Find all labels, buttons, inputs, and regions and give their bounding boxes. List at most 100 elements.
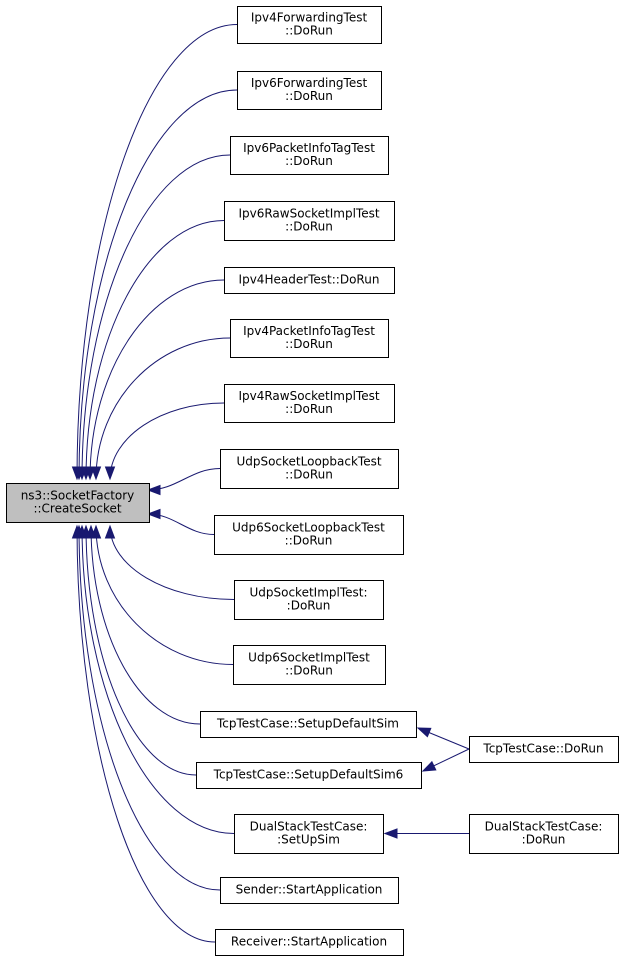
node-box: [237, 6, 382, 44]
node-box: [237, 71, 382, 110]
node-label: Udp6SocketImplTest: [248, 651, 370, 665]
node-tcprun[interactable]: TcpTestCase::DoRun: [469, 736, 619, 763]
node-label: Ipv4HeaderTest::DoRun: [239, 273, 380, 287]
node-tcpsetup[interactable]: TcpTestCase::SetupDefaultSim: [200, 711, 417, 738]
node-label: Ipv6PacketInfoTagTest: [243, 141, 375, 155]
node-label: ::DoRun: [285, 337, 333, 351]
node-label: UdpSocketImplTest:: [249, 586, 367, 600]
node-ipv4raw[interactable]: Ipv4RawSocketImplTest::DoRun: [224, 384, 395, 423]
edge-line: [95, 337, 231, 480]
edge-line: [78, 89, 238, 480]
node-label: ::DoRun: [285, 154, 333, 168]
edge-ipv4pkt-to-root: [90, 337, 231, 481]
edge-ipv6pkt-to-root: [76, 154, 231, 481]
edge-line: [78, 525, 221, 891]
node-label: :DoRun: [522, 833, 566, 847]
node-box: [234, 814, 384, 854]
edge-line: [81, 154, 231, 480]
arrowhead-icon: [104, 466, 116, 481]
node-box: [220, 877, 399, 904]
node-ipv6pkt[interactable]: Ipv6PacketInfoTagTest::DoRun: [230, 136, 389, 175]
node-box: [200, 711, 417, 738]
node-box: [230, 136, 389, 175]
node-label: ::DoRun: [285, 468, 333, 482]
node-ipv4fwd[interactable]: Ipv4ForwardingTest::DoRun: [237, 6, 382, 44]
edge-udpimpl-to-root: [104, 524, 235, 600]
node-box: [224, 384, 395, 423]
arrowhead-icon: [383, 828, 398, 839]
node-label: ns3::SocketFactory: [21, 489, 135, 503]
node-box: [234, 580, 384, 620]
node-label: Udp6SocketLoopbackTest: [232, 521, 385, 535]
node-label: Ipv6RawSocketImplTest: [238, 207, 379, 221]
arrowhead-icon: [146, 508, 161, 520]
node-label: ::DoRun: [285, 402, 333, 416]
node-label: TcpTestCase::SetupDefaultSim6: [213, 768, 404, 782]
node-ipv4pkt[interactable]: Ipv4PacketInfoTagTest::DoRun: [230, 319, 389, 358]
node-box: [196, 762, 422, 789]
node-box: [6, 483, 150, 523]
node-label: TcpTestCase::DoRun: [482, 742, 603, 756]
node-dualrun[interactable]: DualStackTestCase::DoRun: [469, 814, 619, 854]
node-sender[interactable]: Sender::StartApplication: [220, 877, 399, 904]
node-box: [215, 929, 404, 956]
edge-dualrun-to-dualsetup: [383, 828, 469, 839]
edge-line: [109, 525, 235, 600]
edge-line: [85, 220, 225, 480]
edge-tcprun-to-tcpsetup: [416, 727, 470, 750]
node-udp6loop[interactable]: Udp6SocketLoopbackTest::DoRun: [214, 515, 404, 555]
node-dualsetup[interactable]: DualStackTestCase::SetUpSim: [234, 814, 384, 854]
node-label: DualStackTestCase:: [485, 820, 603, 834]
node-label: ::DoRun: [285, 534, 333, 548]
node-label: UdpSocketLoopbackTest: [236, 455, 381, 469]
node-label: ::CreateSocket: [33, 502, 121, 516]
edge-udploop-to-root: [146, 468, 221, 496]
edge-line: [85, 525, 197, 776]
node-tcpsetup6[interactable]: TcpTestCase::SetupDefaultSim6: [196, 762, 422, 789]
node-udp6impl[interactable]: Udp6SocketImplTest::DoRun: [233, 645, 386, 685]
node-label: ::DoRun: [285, 664, 333, 678]
edge-line: [95, 525, 234, 665]
node-label: ::DoRun: [285, 89, 333, 103]
arrowhead-icon: [71, 524, 83, 539]
node-receiver[interactable]: Receiver::StartApplication: [215, 929, 404, 956]
arrowhead-icon: [104, 524, 116, 539]
edge-line: [89, 279, 225, 480]
node-ipv6raw[interactable]: Ipv6RawSocketImplTest::DoRun: [224, 201, 395, 241]
edge-line: [76, 24, 238, 480]
arrowhead-icon: [90, 466, 102, 481]
node-label: :DoRun: [287, 599, 331, 613]
node-box: [214, 515, 404, 555]
edge-line: [109, 402, 225, 480]
node-label: TcpTestCase::SetupDefaultSim: [216, 717, 399, 731]
node-box: [233, 645, 386, 685]
edge-receiver-to-root: [71, 524, 216, 943]
edge-ipv4fwd-to-root: [71, 24, 238, 481]
edge-ipv6raw-to-root: [80, 220, 225, 481]
edge-tcpsetup6-to-root: [80, 524, 197, 776]
node-ipv4hdr[interactable]: Ipv4HeaderTest::DoRun: [224, 267, 395, 294]
edge-tcpsetup-to-root: [85, 524, 201, 725]
arrowhead-icon: [146, 484, 161, 496]
node-ipv6fwd[interactable]: Ipv6ForwardingTest::DoRun: [237, 71, 382, 110]
node-label: Ipv6ForwardingTest: [251, 76, 368, 90]
edge-ipv4raw-to-root: [104, 402, 225, 481]
edge-sender-to-root: [73, 524, 221, 891]
node-label: DualStackTestCase:: [250, 820, 368, 834]
node-udpimpl[interactable]: UdpSocketImplTest::DoRun: [234, 580, 384, 620]
node-label: ::DoRun: [285, 24, 333, 38]
node-box: [224, 201, 395, 241]
node-root[interactable]: ns3::SocketFactory::CreateSocket: [6, 483, 150, 523]
node-udploop[interactable]: UdpSocketLoopbackTest::DoRun: [220, 449, 399, 489]
nodes-layer: ns3::SocketFactory::CreateSocket Ipv4Forw…: [6, 6, 619, 956]
node-label: Sender::StartApplication: [236, 883, 383, 897]
node-label: Ipv4PacketInfoTagTest: [243, 324, 375, 338]
edge-line: [90, 525, 201, 725]
edges-layer: [71, 24, 470, 943]
node-label: ::DoRun: [285, 220, 333, 234]
edge-line: [81, 525, 235, 834]
edge-ipv6fwd-to-root: [73, 89, 238, 481]
node-label: Ipv4ForwardingTest: [251, 11, 368, 25]
node-box: [224, 267, 395, 294]
